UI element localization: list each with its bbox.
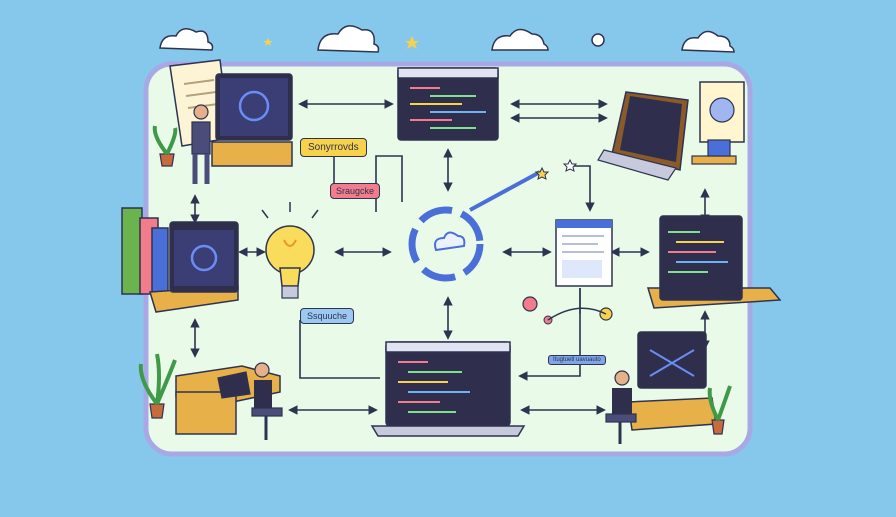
person-with-monitor <box>152 59 293 184</box>
laptop-bottom-center <box>370 341 526 437</box>
cloud-icon <box>491 28 549 51</box>
desk-person-right <box>605 331 732 444</box>
cloud-icon <box>681 30 735 53</box>
star-icon <box>534 166 550 180</box>
star-icon <box>562 158 578 172</box>
person-icon <box>614 370 630 386</box>
person-icon <box>193 104 209 120</box>
gear-icon <box>591 33 605 47</box>
strategize-label: Sraugcke <box>330 183 381 199</box>
person-icon <box>254 362 270 378</box>
document-icon <box>522 219 613 325</box>
monitor-right <box>646 215 782 309</box>
gear-icon <box>522 296 538 312</box>
plant-icon <box>711 419 725 435</box>
plant-icon <box>159 153 175 167</box>
process-caption: Itugtuetl uavuauto <box>548 355 606 365</box>
star-icon <box>263 38 273 46</box>
connection-arrows <box>190 99 710 415</box>
code-window-icon <box>659 215 743 301</box>
star-icon <box>405 36 419 49</box>
sky-decorations <box>159 25 735 53</box>
sequence-label: Ssquuche <box>300 308 355 324</box>
cloud-icon <box>317 25 380 53</box>
monitor <box>637 331 707 389</box>
code-window-top <box>397 67 499 141</box>
books-monitor-left <box>121 207 239 313</box>
desk-person-left <box>138 353 283 440</box>
synchronous-label: Sonyrrovds <box>300 138 367 157</box>
laptop-top-right <box>597 81 745 181</box>
cloud-icon <box>159 28 214 51</box>
plant-icon <box>149 403 165 419</box>
sync-cycle-icon <box>408 158 578 282</box>
lightbulb-icon <box>261 202 319 299</box>
